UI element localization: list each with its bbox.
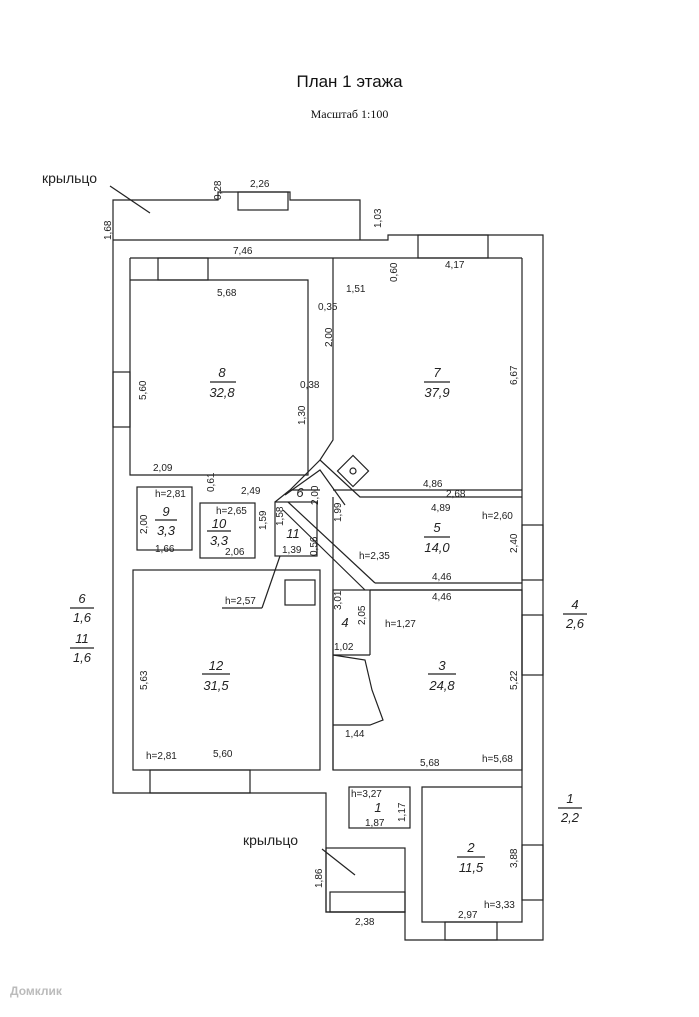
dimension-label: 3,01 xyxy=(333,590,344,610)
room-labels: 8 32,8 7 37,9 9 3,3 10 3,3 11 6 5 14,0 1… xyxy=(42,170,587,876)
page-title: План 1 этажа xyxy=(296,72,403,91)
dimension-label: 2,97 xyxy=(458,910,478,921)
dimension-label: h=3,27 xyxy=(351,789,382,800)
room-area: 31,5 xyxy=(203,678,229,693)
dimension-label: 1,87 xyxy=(365,818,385,829)
room-number: 8 xyxy=(218,365,226,380)
dimension-label: 1,02 xyxy=(334,642,354,653)
dimension-label: 0,28 xyxy=(213,180,224,200)
dimensions: 0,28 2,26 1,03 1,68 7,46 0,60 4,17 5,68 … xyxy=(103,179,520,928)
room-area: 32,8 xyxy=(209,385,235,400)
dimension-label: h=2,60 xyxy=(482,511,513,522)
dimension-label: 1,51 xyxy=(346,284,366,295)
dimension-label: 4,89 xyxy=(431,503,451,514)
dimension-label: 0,60 xyxy=(389,262,400,282)
outside-area: 2,6 xyxy=(565,616,585,631)
dimension-label: h=3,33 xyxy=(484,900,515,911)
outside-number: 1 xyxy=(566,791,573,806)
dimension-label: h=2,35 xyxy=(359,551,390,562)
porch-label: крыльцо xyxy=(243,832,298,848)
dimension-label: 2,40 xyxy=(509,533,520,553)
dimension-label: 3,88 xyxy=(509,848,520,868)
room-area: 11,5 xyxy=(459,860,484,875)
dimension-label: 5,68 xyxy=(420,758,440,769)
room-area: 3,3 xyxy=(210,533,229,548)
dimension-label: 5,22 xyxy=(509,670,520,690)
dimension-label: 2,00 xyxy=(139,514,150,534)
room-number: 12 xyxy=(209,658,224,673)
room-area: 14,0 xyxy=(424,540,450,555)
outside-area: 1,6 xyxy=(73,610,92,625)
dimension-label: 5,60 xyxy=(138,380,149,400)
room-area: 3,3 xyxy=(157,523,176,538)
room-number: 11 xyxy=(286,526,300,541)
room-number: 7 xyxy=(433,365,441,380)
dimension-label: h=2,81 xyxy=(155,489,186,500)
dimension-label: 1,86 xyxy=(314,868,325,888)
dimension-label: 2,00 xyxy=(324,327,335,347)
dimension-label: 1,66 xyxy=(155,544,175,555)
room-area: 37,9 xyxy=(424,385,449,400)
dimension-label: 7,46 xyxy=(233,246,253,257)
room-number: 2 xyxy=(466,840,475,855)
dimension-label: h=2,81 xyxy=(146,751,177,762)
outside-number: 11 xyxy=(75,631,89,646)
dimension-label: 4,17 xyxy=(445,260,465,271)
room-area: 24,8 xyxy=(428,678,455,693)
dimension-label: 2,49 xyxy=(241,486,261,497)
dimension-label: 1,17 xyxy=(397,802,408,822)
dimension-label: 0,56 xyxy=(309,536,320,556)
dimension-label: h=1,27 xyxy=(385,619,416,630)
dimension-label: 4,86 xyxy=(423,479,443,490)
dimension-label: 0,35 xyxy=(318,302,338,313)
dimension-label: h=2,65 xyxy=(216,506,247,517)
dimension-label: 1,39 xyxy=(282,545,302,556)
dimension-label: 5,68 xyxy=(217,288,237,299)
outside-area: 1,6 xyxy=(73,650,92,665)
dimension-label: 2,09 xyxy=(153,463,173,474)
outside-area: 2,2 xyxy=(560,810,580,825)
dimension-label: 4,46 xyxy=(432,572,452,583)
room-number: 9 xyxy=(162,504,169,519)
room-number: 3 xyxy=(438,658,446,673)
outside-number: 4 xyxy=(571,597,578,612)
outside-number: 6 xyxy=(78,591,86,606)
dimension-label: 1,03 xyxy=(373,208,384,228)
scale-label: Масштаб 1:100 xyxy=(310,107,389,121)
dimension-label: 5,63 xyxy=(139,670,150,690)
dimension-label: 2,38 xyxy=(355,917,375,928)
dimension-label: h=5,68 xyxy=(482,754,513,765)
dimension-label: 1,58 xyxy=(275,506,286,526)
dimension-label: 1,99 xyxy=(333,502,344,522)
room-number: 6 xyxy=(296,485,304,500)
room-number: 4 xyxy=(341,615,348,630)
dimension-label: 1,68 xyxy=(103,220,114,240)
walls xyxy=(112,191,544,941)
dimension-label: 2,26 xyxy=(250,179,270,190)
room-number: 10 xyxy=(212,516,227,531)
room-number: 1 xyxy=(374,800,381,815)
dimension-label: 2,05 xyxy=(357,605,368,625)
dimension-label: 2,00 xyxy=(310,485,321,505)
dimension-label: 0,61 xyxy=(206,472,217,492)
room-number: 5 xyxy=(433,520,441,535)
dimension-label: h=2,57 xyxy=(225,596,256,607)
dimension-label: 5,60 xyxy=(213,749,233,760)
dimension-label: 2,06 xyxy=(225,547,245,558)
dimension-label: 1,44 xyxy=(345,729,365,740)
dimension-label: 1,30 xyxy=(297,405,308,425)
porch-label: крыльцо xyxy=(42,170,97,186)
dimension-label: 6,67 xyxy=(509,365,520,385)
dimension-label: 2,68 xyxy=(446,489,466,500)
dimension-label: 4,46 xyxy=(432,592,452,603)
dimension-label: 1,59 xyxy=(258,510,269,530)
watermark: Домклик xyxy=(10,984,62,998)
dimension-label: 0,38 xyxy=(300,380,320,391)
